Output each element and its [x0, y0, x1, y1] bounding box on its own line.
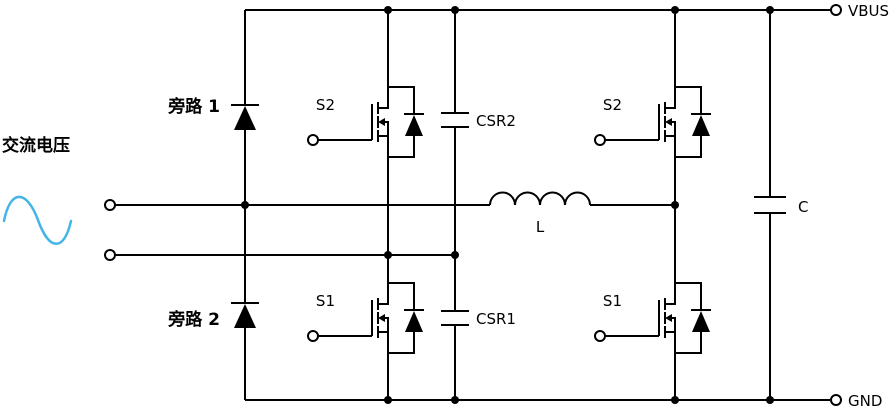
gnd-terminal [830, 394, 842, 406]
junction-dot [384, 396, 392, 404]
inductor-label: L [536, 218, 545, 236]
mosfet-leg1-s1 [307, 262, 425, 374]
bypass1-label: 旁路 1 [167, 96, 220, 117]
capacitor-csr1-icon [441, 310, 469, 326]
junction-dot [671, 396, 679, 404]
mosfet-leg1-s2 [307, 66, 425, 178]
inductor-coil-icon [489, 191, 591, 206]
bypass-branch [231, 10, 259, 400]
bypass-diode-1-icon [231, 104, 259, 130]
capacitor-csr2-icon [441, 112, 469, 128]
junction-dot [451, 396, 459, 404]
junction-dot [671, 6, 679, 14]
bypass-diode-2-triangle [234, 304, 256, 328]
csr-capacitor-branch [441, 10, 469, 400]
junction-dot [384, 6, 392, 14]
mosfet-leg2-s1 [594, 262, 712, 374]
junction-dot [451, 6, 459, 14]
junction-dot [671, 201, 679, 209]
junction-dot [241, 201, 249, 209]
leg1-s1-label: S1 [316, 292, 335, 310]
bypass-diode-1-triangle [234, 106, 256, 130]
output-cap-label: C [798, 198, 808, 216]
bypass-diode-2-icon [231, 302, 259, 328]
bypass2-label: 旁路 2 [167, 309, 220, 330]
ac-terminal-upper [104, 199, 116, 211]
junction-dot [451, 251, 459, 259]
ac-sine-icon [2, 195, 73, 245]
leg2-s1-label: S1 [603, 292, 622, 310]
gnd-label: GND [848, 392, 882, 410]
output-capacitor-branch [754, 10, 786, 400]
vbus-terminal [830, 4, 842, 16]
leg1-s2-label: S2 [316, 96, 335, 114]
vbus-label: VBUS [848, 2, 889, 20]
junction-dot [766, 6, 774, 14]
csr1-label: CSR1 [476, 310, 516, 328]
ac-source-label: 交流电压 [2, 135, 70, 156]
mosfet-leg2-s2 [594, 66, 712, 178]
csr2-label: CSR2 [476, 112, 516, 130]
capacitor-c-icon [754, 196, 786, 214]
leg2-s2-label: S2 [603, 96, 622, 114]
ac-terminal-lower [104, 249, 116, 261]
junction-dots [241, 6, 774, 404]
junction-dot [384, 251, 392, 259]
junction-dot [766, 396, 774, 404]
